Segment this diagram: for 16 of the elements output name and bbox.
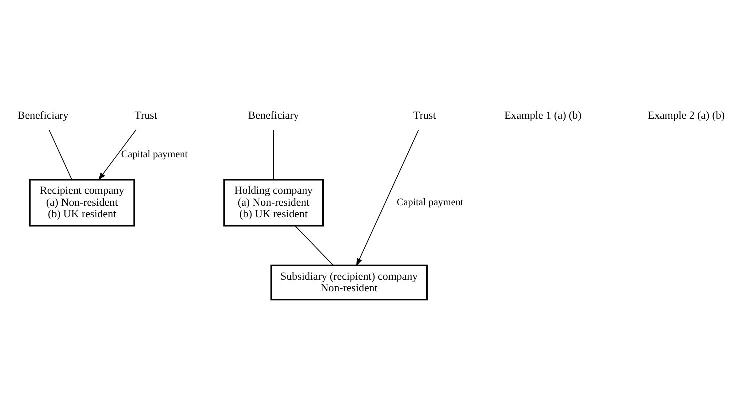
edge-label: Capital payment bbox=[397, 198, 464, 209]
node-box: Subsidiary (recipient) company Non-resident bbox=[270, 264, 428, 301]
node-box: Recipient company (a) Non-resident (b) UK resident bbox=[29, 179, 136, 227]
arrow bbox=[98, 130, 137, 181]
connector bbox=[49, 130, 72, 180]
node-box: Holding company (a) Non-resident (b) UK resident bbox=[224, 179, 324, 227]
connector bbox=[294, 226, 334, 266]
node-text: Trust bbox=[134, 110, 158, 122]
connector bbox=[273, 130, 274, 180]
arrow bbox=[356, 130, 420, 266]
label: Example 2 (a) (b) bbox=[648, 110, 726, 122]
edge-label: Capital payment bbox=[121, 150, 188, 161]
node-text: Beneficiary bbox=[18, 110, 69, 122]
node-text: Beneficiary bbox=[248, 110, 300, 122]
label: Example 1 (a) (b) bbox=[504, 110, 582, 122]
node-text: Trust bbox=[414, 110, 436, 122]
